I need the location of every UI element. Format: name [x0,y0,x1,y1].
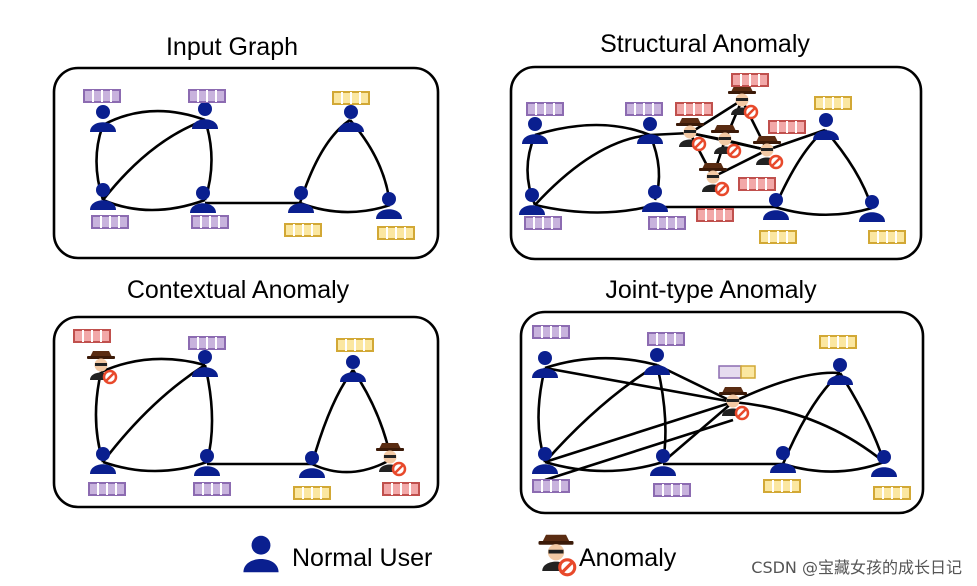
legend: Normal User Anomaly [243,533,677,577]
joint-type-anomaly-panel [519,310,925,515]
legend-anomaly-label: Anomaly [579,544,677,572]
contextual-anomaly-title: Contextual Anomaly [127,276,350,304]
legend-normal-user-label: Normal User [292,544,432,572]
structural-anomaly-title: Structural Anomaly [600,30,810,58]
structural-anomaly-panel [509,65,923,261]
joint-type-anomaly-title: Joint-type Anomaly [605,276,817,304]
user-icon [243,535,279,573]
anomaly-icon [536,533,577,577]
input-graph-title: Input Graph [166,33,298,61]
input-graph-panel [52,66,440,260]
watermark: CSDN @宝藏女孩的成长日记 [751,558,962,577]
contextual-anomaly-panel [52,315,440,509]
